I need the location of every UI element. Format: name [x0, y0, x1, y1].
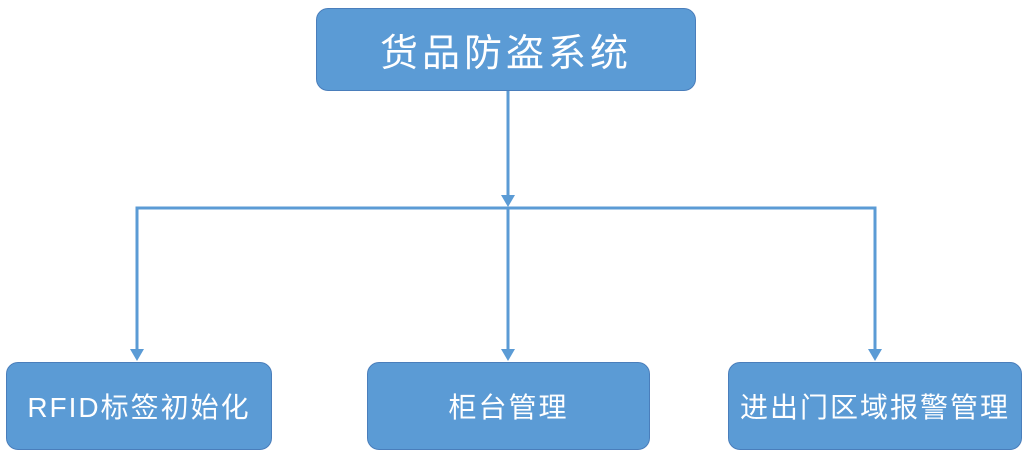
arrowhead-branch-middle — [501, 349, 515, 361]
node-counter-management: 柜台管理 — [367, 362, 650, 450]
node-counter-management-label: 柜台管理 — [448, 392, 569, 423]
arrowhead-root-stem — [501, 195, 515, 207]
node-root-label: 货品防盗系统 — [379, 33, 632, 75]
node-rfid-tag-init-label: RFID标签初始化 — [27, 392, 251, 423]
arrowhead-branch-left — [130, 349, 144, 361]
node-rfid-tag-init: RFID标签初始化 — [6, 362, 272, 450]
node-entrance-area-alarm-management-label: 进出门区域报警管理 — [739, 392, 1010, 423]
arrowhead-branch-right — [868, 349, 882, 361]
node-root-system: 货品防盗系统 — [316, 8, 696, 91]
node-entrance-area-alarm-management: 进出门区域报警管理 — [728, 362, 1022, 450]
